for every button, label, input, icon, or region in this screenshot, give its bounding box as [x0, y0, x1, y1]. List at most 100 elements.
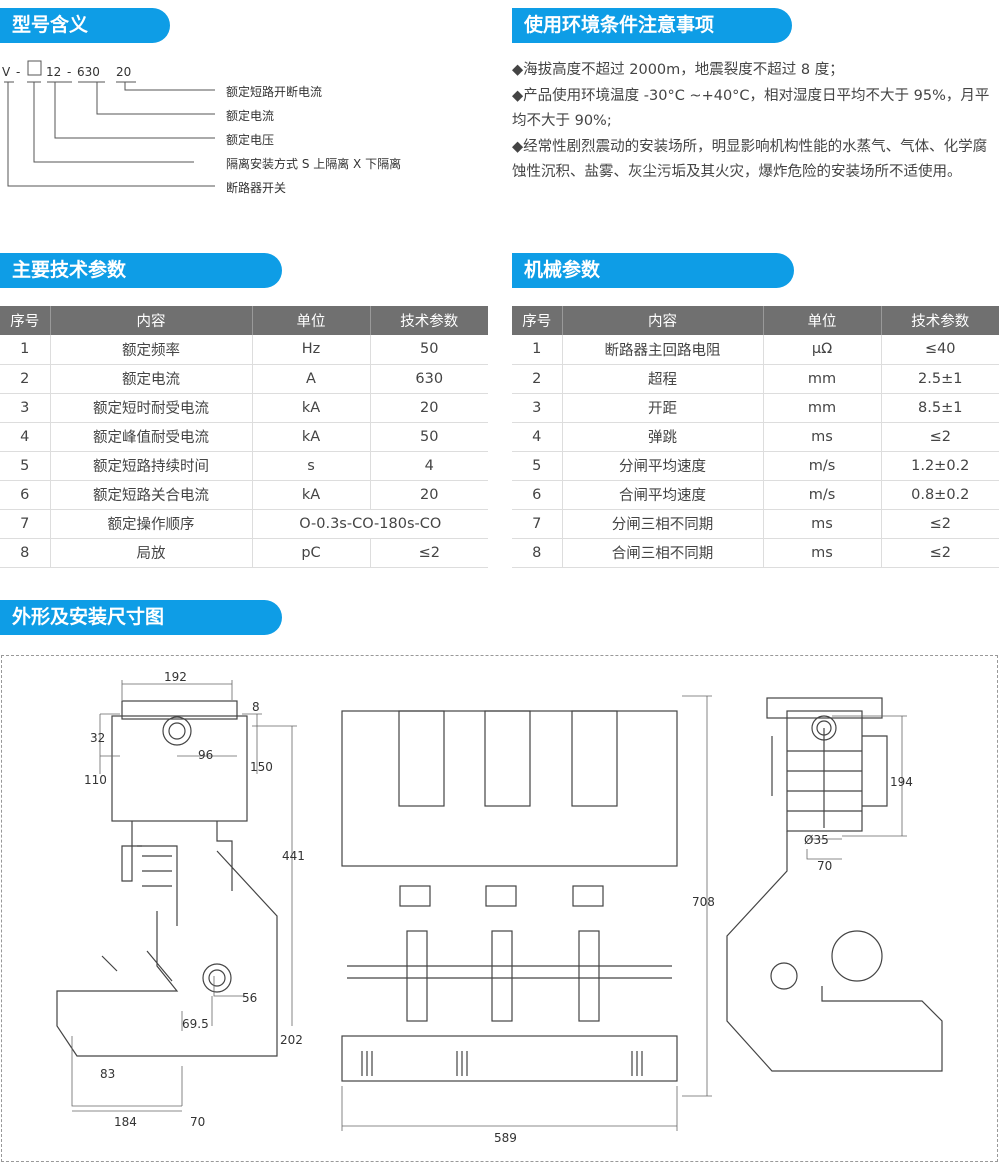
table-cell: 20 [370, 480, 488, 510]
model-meaning: 额定电压 [226, 132, 274, 147]
table-cell: 超程 [562, 364, 764, 394]
table-cell: ms [763, 422, 882, 452]
table-cell: 额定短路关合电流 [50, 480, 253, 510]
dim-label: 8 [252, 700, 260, 714]
table-cell: 断路器主回路电阻 [562, 335, 764, 365]
table-cell: 5 [512, 451, 563, 481]
table-cell: 1 [0, 335, 51, 365]
model-meaning: 隔离安装方式 S 上隔离 X 下隔离 [226, 156, 401, 171]
table-cell: 分闸平均速度 [562, 451, 764, 481]
dim-label: 110 [84, 773, 107, 787]
dim-label: 32 [90, 731, 105, 745]
table-cell: 5 [0, 451, 51, 481]
env-note: ◆产品使用环境温度 -30°C ~+40°C，相对湿度日平均不大于 95%，月平… [512, 87, 990, 130]
model-code-current: 630 [77, 65, 100, 79]
front-view [341, 710, 678, 1082]
table-cell: 1.2±0.2 [881, 451, 999, 481]
table-cell: 4 [512, 422, 563, 452]
model-meaning-diagram: V - 12 - 630 20 额定短路开断电流 额定电流 额定电压 隔离安装方… [0, 56, 480, 206]
table-cell: 额定电流 [50, 364, 253, 394]
table-cell: 额定短时耐受电流 [50, 393, 253, 423]
table-cell: 8 [512, 538, 563, 568]
env-note: ◆经常性剧烈震动的安装场所，明显影响机构性能的水蒸气、气体、化学腐蚀性沉积、盐雾… [512, 138, 988, 181]
table-cell: 50 [370, 335, 488, 365]
table-cell: m/s [763, 480, 882, 510]
dim-label: 441 [282, 849, 305, 863]
table-cell: 0.8±0.2 [881, 480, 999, 510]
table-cell: 3 [0, 393, 51, 423]
table-cell: mm [763, 393, 882, 423]
dim-label: 96 [198, 748, 213, 762]
column-header: 技术参数 [881, 306, 999, 335]
table-cell: 3 [512, 393, 563, 423]
side-view-right [726, 697, 943, 1072]
dim-label: 83 [100, 1067, 115, 1081]
table-cell: ≤2 [881, 422, 999, 452]
table-cell: 2 [0, 364, 51, 394]
section-header-environment: 使用环境条件注意事项 [512, 8, 792, 43]
section-header-model: 型号含义 [0, 8, 170, 43]
table-cell: O-0.3s-CO-180s-CO [252, 509, 488, 539]
table-cell: 50 [370, 422, 488, 452]
table-cell: 额定频率 [50, 335, 253, 365]
dim-label: 708 [692, 895, 715, 909]
table-cell: Hz [252, 335, 371, 365]
table-cell: 额定峰值耐受电流 [50, 422, 253, 452]
table-cell: s [252, 451, 371, 481]
table-cell: ≤40 [881, 335, 999, 365]
table-cell: ms [763, 538, 882, 568]
table-cell: 2 [512, 364, 563, 394]
model-code-dash: - [16, 65, 20, 79]
dim-label: 56 [242, 991, 257, 1005]
dim-label: Ø35 [804, 833, 829, 847]
dim-label: 194 [890, 775, 913, 789]
dim-label: 70 [190, 1115, 205, 1129]
model-code-breaking: 20 [116, 65, 131, 79]
table-cell: 7 [0, 509, 51, 539]
section-header-main-params: 主要技术参数 [0, 253, 282, 288]
table-cell: 4 [370, 451, 488, 481]
table-cell: ≤2 [370, 538, 488, 568]
model-code-series: V [2, 65, 11, 79]
table-cell: mm [763, 364, 882, 394]
column-header: 技术参数 [370, 306, 488, 335]
dim-label: 150 [250, 760, 273, 774]
table-cell: 8 [0, 538, 51, 568]
column-header: 内容 [50, 306, 253, 335]
table-cell: 4 [0, 422, 51, 452]
table-cell: 6 [0, 480, 51, 510]
table-cell: kA [252, 480, 371, 510]
env-note: ◆海拔高度不超过 2000m，地震裂度不超过 8 度； [512, 62, 844, 78]
table-cell: ≤2 [881, 538, 999, 568]
table-cell: 630 [370, 364, 488, 394]
section-header-dimensions: 外形及安装尺寸图 [0, 600, 282, 635]
dimension-drawings: 192 8 32 96 150 110 441 56 69.5 202 83 1… [56, 670, 943, 1145]
column-header: 单位 [763, 306, 882, 335]
table-cell: 局放 [50, 538, 253, 568]
table-cell: 1 [512, 335, 563, 365]
table-cell: m/s [763, 451, 882, 481]
model-meaning: 断路器开关 [226, 180, 286, 195]
table-cell: 分闸三相不同期 [562, 509, 764, 539]
table-cell: ms [763, 509, 882, 539]
table-cell: 开距 [562, 393, 764, 423]
column-header: 内容 [562, 306, 764, 335]
environment-notes: ◆海拔高度不超过 2000m，地震裂度不超过 8 度； ◆产品使用环境温度 -3… [512, 58, 1000, 186]
dim-label: 192 [164, 670, 187, 684]
table-cell: 合闸三相不同期 [562, 538, 764, 568]
table-cell: 6 [512, 480, 563, 510]
table-cell: 额定操作顺序 [50, 509, 253, 539]
